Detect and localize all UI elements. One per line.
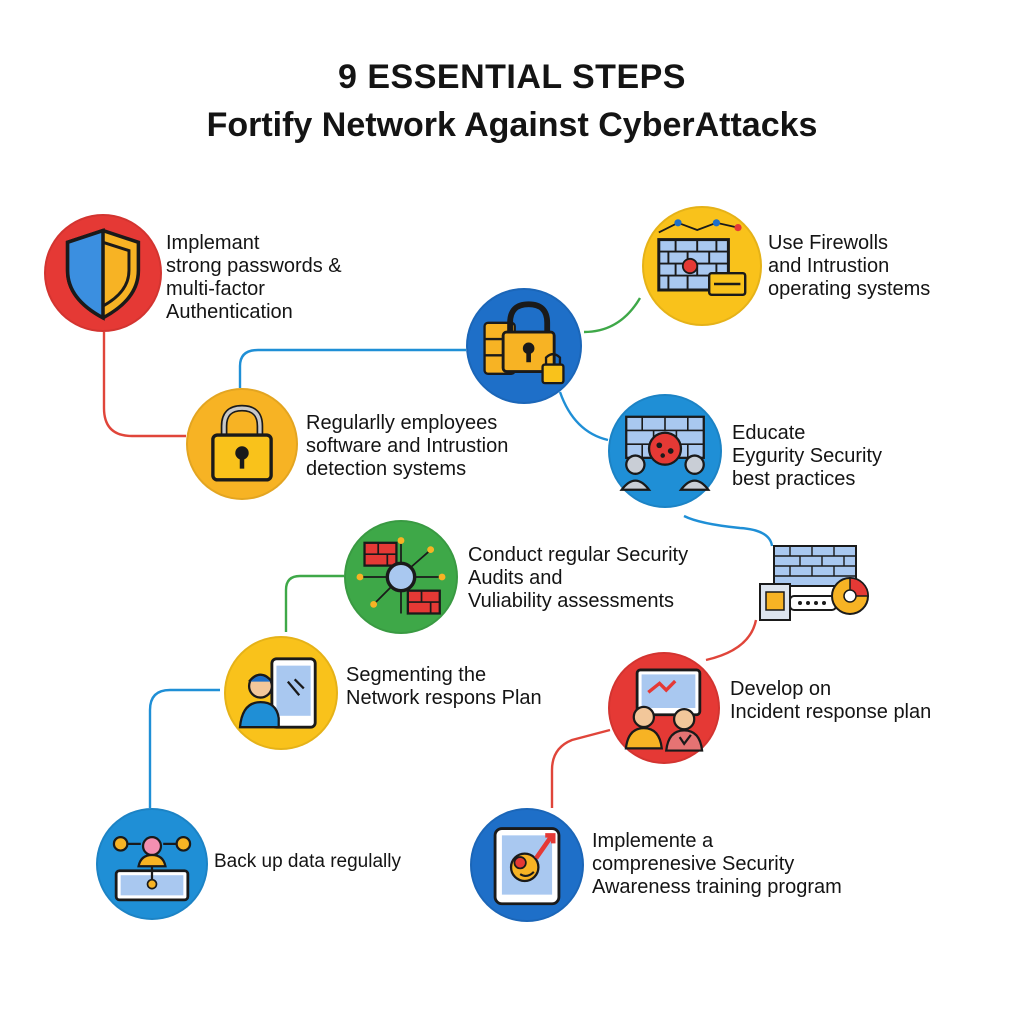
step-11-circle (470, 808, 584, 922)
step-6-circle (344, 520, 458, 634)
page-subtitle: Fortify Network Against CyberAttacks (206, 106, 818, 144)
step-9-circle (608, 652, 720, 764)
connector-3 (583, 297, 642, 334)
connector-4 (558, 391, 609, 442)
step-10-label: Back up data regulally (214, 851, 401, 872)
padlock-server-icon (483, 301, 565, 385)
step-2-circle (642, 206, 762, 326)
shield-icon (65, 228, 141, 321)
page-title: 9 ESSENTIAL STEPS (338, 58, 686, 96)
backup-network-icon (112, 836, 192, 902)
connector-5 (683, 514, 774, 547)
step-10-circle (96, 808, 208, 920)
connector-7 (148, 688, 220, 808)
connector-6 (284, 574, 344, 632)
connector-1 (102, 332, 186, 438)
step-1-circle (44, 214, 162, 332)
step-4-circle (186, 388, 298, 500)
firewall-icon (657, 219, 747, 296)
step-5-circle (608, 394, 722, 508)
connector-8 (705, 619, 758, 662)
step-8-circle (224, 636, 338, 750)
connector-9 (550, 728, 611, 808)
user-tablet-icon (238, 657, 317, 729)
step-7-graphic (756, 540, 872, 626)
step-3-circle (466, 288, 582, 404)
padlock-icon (211, 404, 273, 482)
network-audit-icon (356, 537, 446, 615)
incident-team-icon (624, 668, 704, 752)
team-virus-icon (619, 415, 711, 491)
training-tablet-icon (493, 827, 561, 906)
firewall-router-icon (759, 545, 869, 621)
connector-2 (238, 348, 466, 388)
